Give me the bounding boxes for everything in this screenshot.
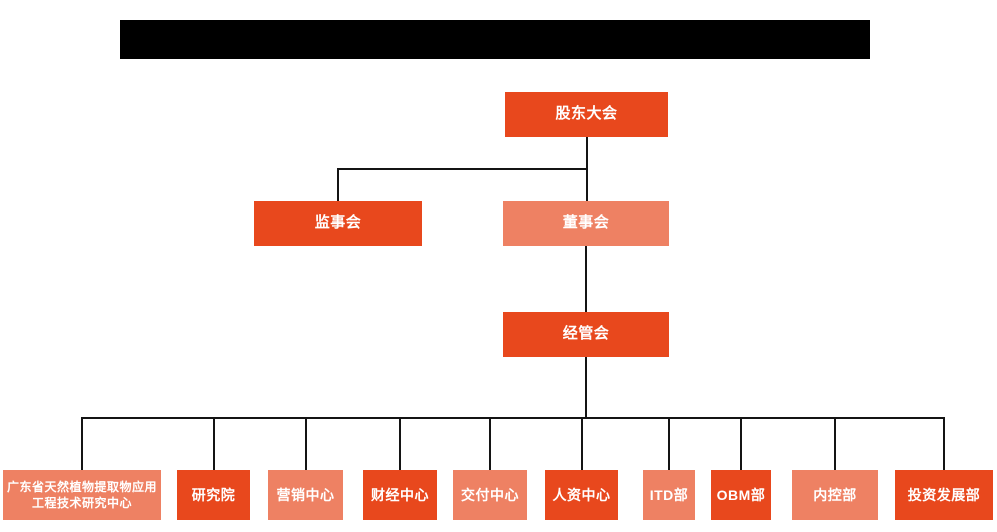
connector-drop-obm-dept [740,417,742,470]
connector-management-distributor [585,357,587,417]
org-node-investment-dev-dept: 投资发展部 [895,470,993,520]
org-node-marketing-center: 营销中心 [268,470,343,520]
connector-drop-finance-center [399,417,401,470]
connector-drop-research-center [81,417,83,470]
connector-distributor-horizontal [81,417,945,419]
connector-drop-hr-center [580,417,583,470]
org-node-research-institute: 研究院 [177,470,250,520]
org-node-finance-center: 财经中心 [363,470,437,520]
connector-branch-supervisory [337,168,339,201]
org-node-research-center: 广东省天然植物提取物应用工程技术研究中心 [3,470,161,520]
connector-drop-internal-control-dept [834,417,836,470]
org-node-supervisory-board: 监事会 [254,201,422,246]
org-node-shareholders-meeting: 股东大会 [505,92,668,137]
org-node-obm-dept: OBM部 [711,470,771,520]
org-node-management-committee: 经管会 [503,312,669,357]
org-node-delivery-center: 交付中心 [453,470,527,520]
connector-drop-itd-dept [668,417,670,470]
connector-drop-marketing-center [304,417,307,470]
connector-drop-research-institute [212,417,215,470]
connector-board-management [585,246,587,312]
org-node-board-of-directors: 董事会 [503,201,669,246]
redacted-title-bar [120,20,870,59]
connector-drop-investment-dev-dept [943,417,945,470]
connector-drop-delivery-center [489,417,491,470]
org-node-itd-dept: ITD部 [643,470,695,520]
org-node-internal-control-dept: 内控部 [792,470,878,520]
org-node-hr-center: 人资中心 [545,470,618,520]
connector-branch-horizontal [337,168,588,170]
